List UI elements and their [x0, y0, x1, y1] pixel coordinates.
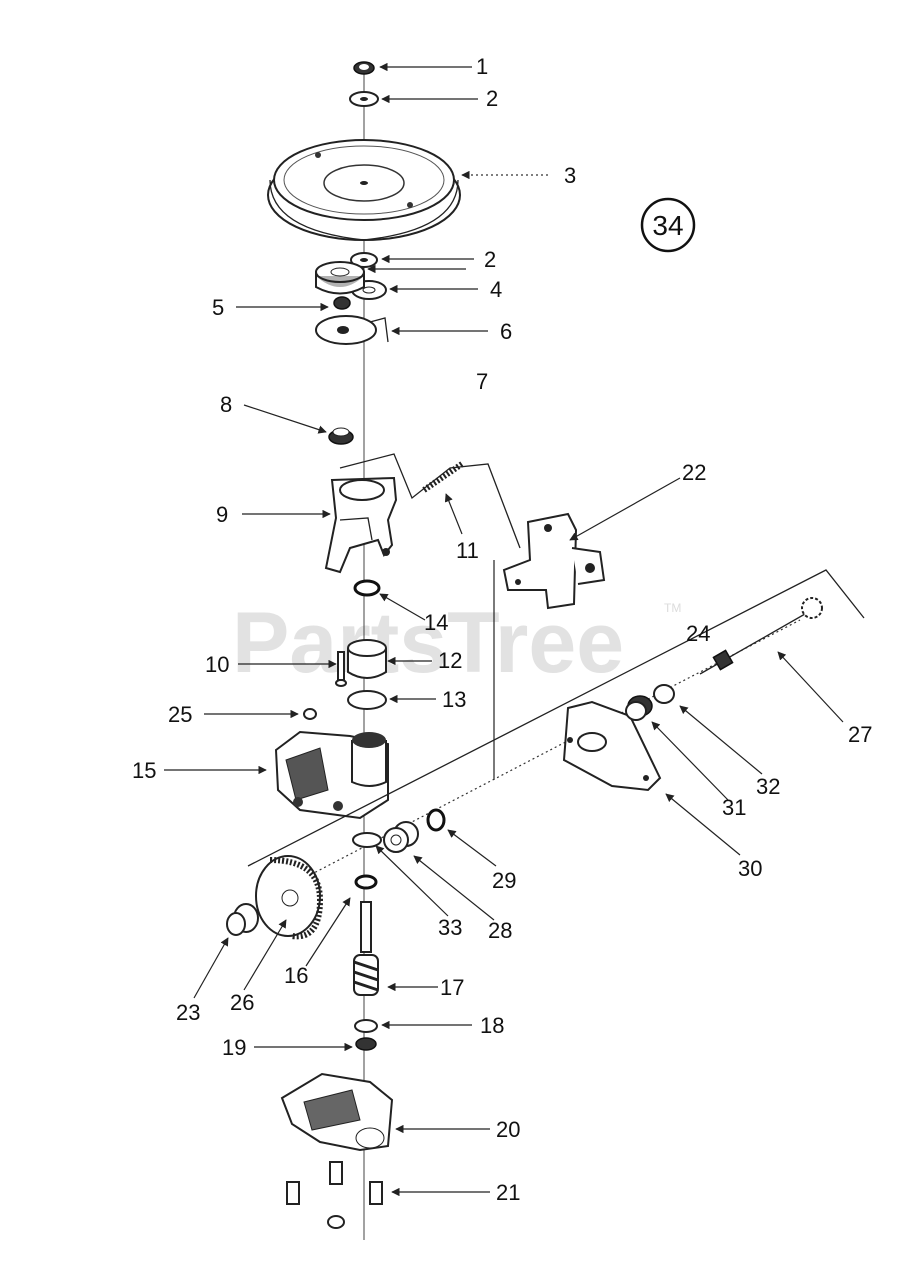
callout-2-lower: 2 [484, 247, 496, 272]
callout-2-top: 2 [486, 86, 498, 111]
callout-22: 22 [682, 460, 706, 485]
callout-8: 8 [220, 392, 232, 417]
callout-14: 14 [424, 610, 448, 635]
part-12-bushing[interactable] [347, 639, 387, 679]
callout-3: 3 [564, 163, 576, 188]
callout-18: 18 [480, 1013, 504, 1038]
part-5-nut[interactable] [333, 296, 351, 310]
part-14-ring[interactable] [353, 579, 381, 597]
callout-1: 1 [476, 54, 488, 79]
axle-24-center [261, 619, 801, 901]
watermark-trademark: TM [664, 601, 681, 615]
callout-15: 15 [132, 758, 156, 783]
part-13-washer[interactable] [347, 690, 387, 710]
callout-20: 20 [496, 1117, 520, 1142]
callout-28: 28 [488, 918, 512, 943]
callout-33: 33 [438, 915, 462, 940]
callout-9: 9 [216, 502, 228, 527]
part-2-washer-top[interactable] [349, 91, 379, 107]
callout-13: 13 [442, 687, 466, 712]
part-1-nut[interactable] [353, 61, 375, 75]
part-17-worm[interactable] [353, 954, 379, 996]
part-19-nut[interactable] [355, 1037, 377, 1051]
part-28-bushing[interactable] [383, 821, 419, 853]
part-23-bushing[interactable] [226, 903, 259, 936]
callout-12: 12 [438, 648, 462, 673]
part-8-spacer[interactable] [328, 427, 354, 445]
part-30-plate[interactable] [562, 700, 662, 792]
axle-24-outline [247, 569, 865, 867]
part-7-bearing[interactable] [315, 261, 365, 295]
part-31-bushing[interactable] [625, 695, 653, 721]
part-22-bracket[interactable] [502, 512, 606, 610]
badge-label: 34 [652, 210, 683, 241]
part-29-oring[interactable] [426, 808, 446, 832]
callout-17: 17 [440, 975, 464, 1000]
part-2-washer-lower[interactable] [350, 252, 378, 268]
part-9-shift-bracket[interactable] [324, 476, 398, 574]
callout-29: 29 [492, 868, 516, 893]
part-18-washer[interactable] [354, 1019, 378, 1033]
watermark-brand: PartsTree [232, 595, 624, 691]
callout-30: 30 [738, 856, 762, 881]
callout-25: 25 [168, 702, 192, 727]
part-26-gear[interactable] [255, 855, 324, 940]
part-washer-below-33[interactable] [354, 874, 378, 890]
leader-lines [164, 62, 844, 1197]
callout-10: 10 [205, 652, 229, 677]
callout-5: 5 [212, 295, 224, 320]
part-16-shaft[interactable] [360, 901, 372, 953]
callout-26: 26 [230, 990, 254, 1015]
callout-27: 27 [848, 722, 872, 747]
callout-24: 24 [686, 621, 710, 646]
part-15-housing[interactable] [274, 730, 389, 820]
part-6-bracket[interactable] [315, 315, 389, 345]
part-33-washer[interactable] [352, 832, 382, 848]
diagram-number-badge: 34 [640, 197, 696, 253]
callout-11: 11 [456, 538, 479, 563]
part-32-washer[interactable] [653, 684, 675, 704]
callout-23: 23 [176, 1000, 200, 1025]
callout-6: 6 [500, 319, 512, 344]
callout-21: 21 [496, 1180, 520, 1205]
callout-4: 4 [490, 277, 502, 302]
callout-19: 19 [222, 1035, 246, 1060]
part-3-pulley[interactable] [267, 139, 461, 241]
part-20-lower-housing[interactable] [280, 1072, 394, 1152]
callout-31: 31 [722, 795, 746, 820]
part-25-ball[interactable] [303, 708, 317, 720]
callout-16: 16 [284, 963, 308, 988]
callout-7: 7 [476, 369, 488, 394]
part-27-shaft[interactable] [699, 597, 823, 675]
callout-32: 32 [756, 774, 780, 799]
part-21-bolts[interactable] [286, 1161, 383, 1229]
callout-labels: 1 2 3 2 4 5 6 7 8 9 10 11 12 13 14 15 16… [132, 54, 872, 1205]
part-10-pin[interactable] [335, 651, 347, 687]
